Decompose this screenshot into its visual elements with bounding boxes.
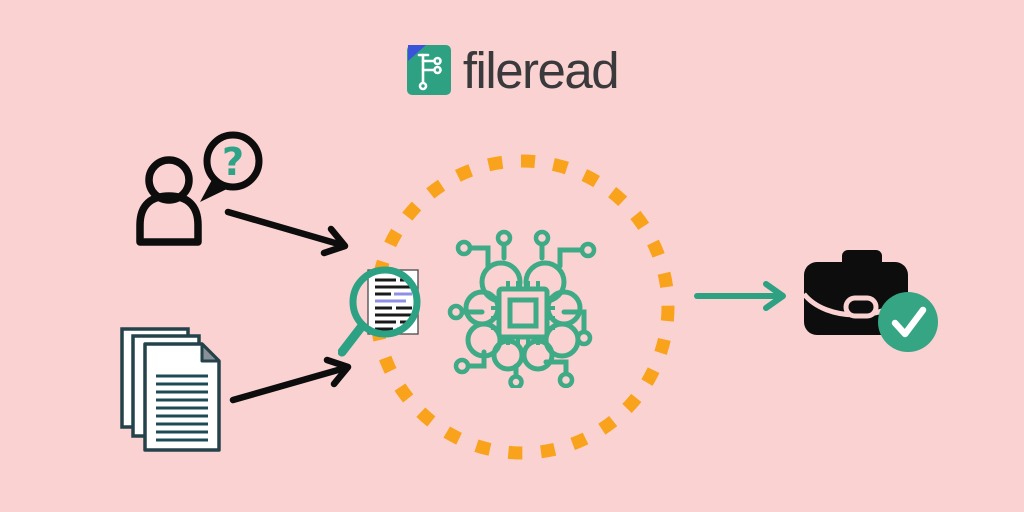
page-fold bbox=[200, 342, 221, 363]
check-mark bbox=[891, 306, 927, 338]
speech-bubble bbox=[203, 131, 263, 191]
briefcase-buckle bbox=[843, 295, 879, 319]
magnifier-ring bbox=[349, 266, 421, 338]
fold-corner bbox=[407, 45, 426, 61]
brain-chip-icon bbox=[447, 229, 597, 388]
fileread-logo-icon bbox=[406, 45, 451, 95]
highlighted-lines bbox=[375, 292, 412, 303]
person-head bbox=[145, 156, 193, 204]
documents-stack-icon bbox=[120, 327, 221, 452]
arrow-core-to-briefcase bbox=[694, 281, 786, 311]
chip-pins bbox=[491, 281, 555, 345]
arrow-user-to-analysis bbox=[224, 208, 349, 257]
question-mark: ? bbox=[222, 140, 244, 184]
briefcase-check-icon bbox=[802, 250, 938, 352]
person-body bbox=[136, 192, 202, 246]
magnifier-document-icon bbox=[338, 266, 421, 357]
magnifier-handle bbox=[338, 321, 367, 357]
page-text-lines bbox=[156, 374, 208, 442]
chip bbox=[491, 281, 555, 345]
brand-name: fileread bbox=[462, 41, 620, 99]
brand-logo: fileread bbox=[0, 44, 1024, 96]
circuit-nodes bbox=[447, 229, 597, 388]
circuit-glyph bbox=[417, 53, 442, 91]
arrow-documents-to-analysis bbox=[229, 356, 352, 404]
person-question-icon: ? bbox=[136, 131, 263, 246]
